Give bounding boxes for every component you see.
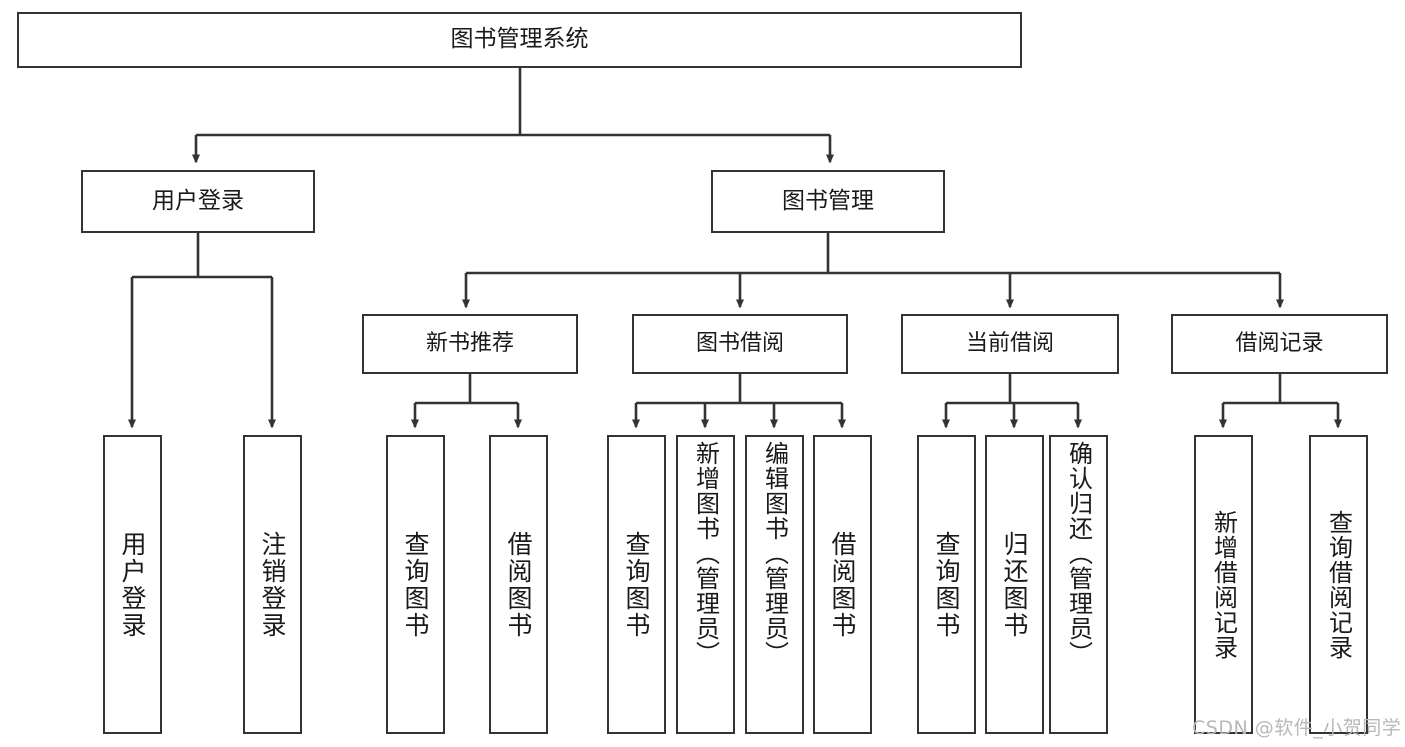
node-root-label: 图书管理系统: [450, 26, 589, 53]
leaf-recommend-borrow-book[interactable]: 借阅图书: [489, 435, 548, 734]
leaf-recommend-borrow-book-label: 借阅图书: [504, 530, 533, 639]
leaf-recommend-query-book-label: 查询图书: [401, 530, 430, 639]
leaf-current-confirm-return-label: 确认归还（管理员）: [1064, 441, 1093, 666]
node-current-borrow-label: 当前借阅: [965, 331, 1054, 357]
leaf-borrow-add-book-label: 新增图书（管理员）: [691, 441, 720, 666]
node-current-borrow[interactable]: 当前借阅: [901, 314, 1119, 374]
leaf-record-query[interactable]: 查询借阅记录: [1309, 435, 1368, 734]
leaf-borrow-query-book[interactable]: 查询图书: [607, 435, 666, 734]
node-book-borrow[interactable]: 图书借阅: [632, 314, 848, 374]
node-user-login[interactable]: 用户登录: [81, 170, 315, 233]
node-root[interactable]: 图书管理系统: [17, 12, 1022, 68]
leaf-borrow-borrow-book-label: 借阅图书: [828, 530, 857, 639]
leaf-current-return-book-label: 归还图书: [1000, 530, 1029, 639]
leaf-current-query-book-label: 查询图书: [932, 530, 961, 639]
node-user-login-label: 用户登录: [152, 187, 244, 214]
leaf-record-add-label: 新增借阅记录: [1209, 509, 1238, 660]
leaf-record-add[interactable]: 新增借阅记录: [1194, 435, 1253, 734]
leaf-logout-label: 注销登录: [258, 530, 287, 639]
leaf-borrow-edit-book-label: 编辑图书（管理员）: [760, 441, 789, 666]
node-book-management-label: 图书管理: [782, 187, 874, 214]
node-book-borrow-label: 图书借阅: [695, 331, 784, 357]
leaf-user-login-label: 用户登录: [118, 530, 147, 639]
node-borrow-record[interactable]: 借阅记录: [1171, 314, 1388, 374]
node-book-management[interactable]: 图书管理: [711, 170, 945, 233]
node-new-book-recommend[interactable]: 新书推荐: [362, 314, 578, 374]
leaf-current-query-book[interactable]: 查询图书: [917, 435, 976, 734]
leaf-current-return-book[interactable]: 归还图书: [985, 435, 1044, 734]
leaf-user-login[interactable]: 用户登录: [103, 435, 162, 734]
leaf-borrow-add-book[interactable]: 新增图书（管理员）: [676, 435, 735, 734]
leaf-record-query-label: 查询借阅记录: [1324, 509, 1353, 660]
leaf-current-confirm-return[interactable]: 确认归还（管理员）: [1049, 435, 1108, 734]
leaf-borrow-edit-book[interactable]: 编辑图书（管理员）: [745, 435, 804, 734]
leaf-logout[interactable]: 注销登录: [243, 435, 302, 734]
node-borrow-record-label: 借阅记录: [1235, 331, 1324, 357]
leaf-borrow-query-book-label: 查询图书: [622, 530, 651, 639]
leaf-borrow-borrow-book[interactable]: 借阅图书: [813, 435, 872, 734]
leaf-recommend-query-book[interactable]: 查询图书: [386, 435, 445, 734]
node-new-book-recommend-label: 新书推荐: [425, 331, 514, 357]
